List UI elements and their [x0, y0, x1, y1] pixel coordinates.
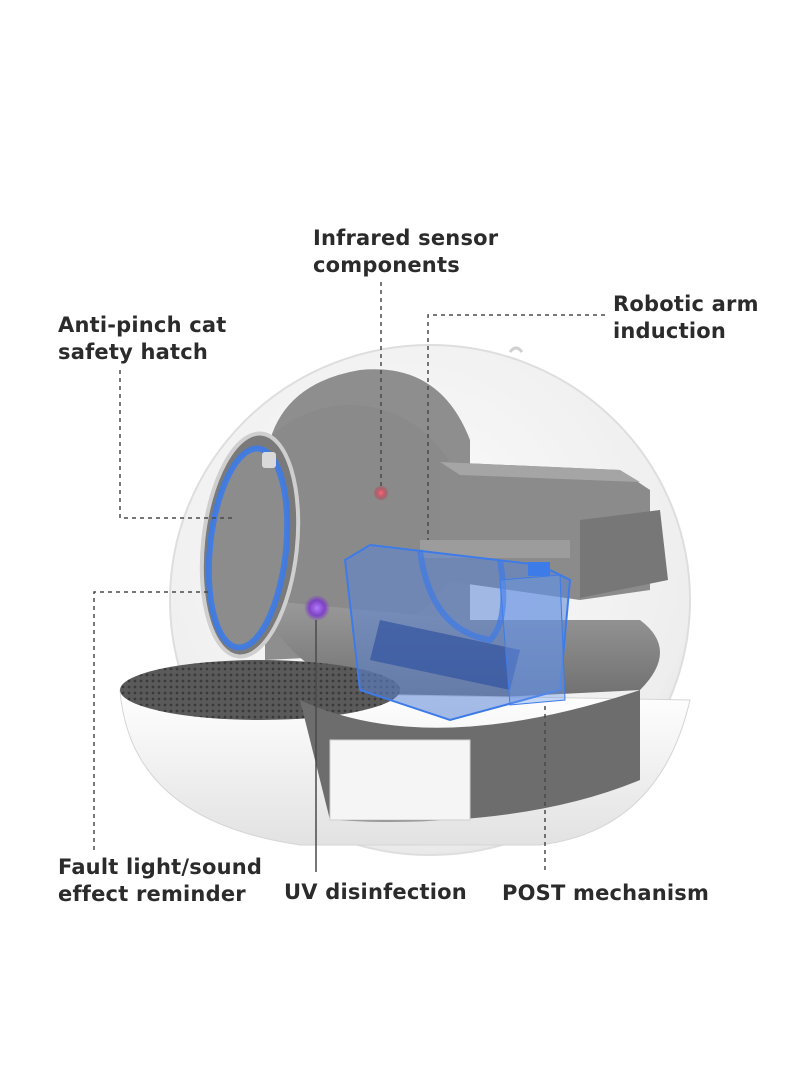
safety-hatch	[199, 431, 301, 659]
label-robotic-line2: induction	[613, 319, 726, 343]
leader-robotic-arm	[427, 314, 605, 540]
filter-cartridge	[343, 543, 572, 722]
label-fault-line2: effect reminder	[58, 882, 246, 906]
leader-anti-pinch	[119, 370, 232, 519]
label-anti-pinch-hatch: Anti-pinch cat safety hatch	[58, 312, 227, 366]
label-infrared-line1: Infrared sensor	[313, 226, 499, 250]
label-fault-line1: Fault light/sound	[58, 855, 263, 879]
base-tray	[119, 660, 691, 846]
label-uv-line1: UV disinfection	[284, 880, 467, 904]
label-post-line1: POST mechanism	[502, 881, 710, 905]
label-robotic-arm: Robotic arm induction	[613, 291, 759, 345]
label-robotic-line1: Robotic arm	[613, 292, 759, 316]
label-uv-disinfection: UV disinfection	[284, 879, 467, 906]
leader-lines	[93, 282, 605, 870]
label-post-mechanism: POST mechanism	[502, 880, 709, 907]
label-infrared-sensor: Infrared sensor components	[313, 225, 498, 279]
infrared-sensor-dot	[374, 486, 388, 500]
label-infrared-line2: components	[313, 253, 460, 277]
label-antipinch-line2: safety hatch	[58, 340, 209, 364]
leader-fault-light	[93, 591, 210, 850]
uv-light-glow	[304, 595, 330, 621]
label-fault-light: Fault light/sound effect reminder	[58, 854, 262, 908]
label-antipinch-line1: Anti-pinch cat	[58, 313, 227, 337]
